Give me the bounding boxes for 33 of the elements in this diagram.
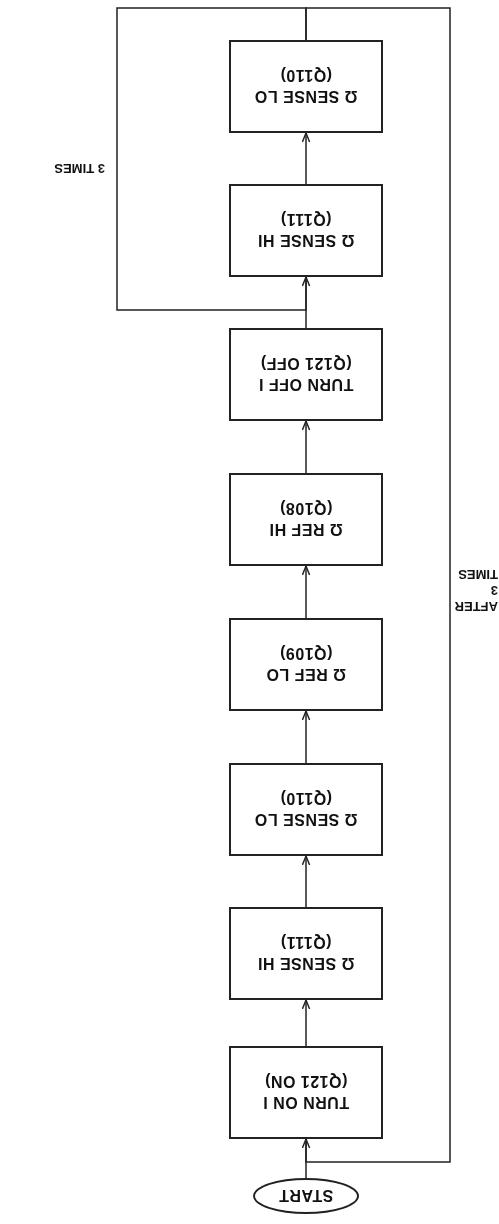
- process-box: [229, 763, 383, 856]
- process-box: [229, 328, 383, 421]
- node-text: (Q109): [279, 644, 333, 665]
- process-box: [229, 907, 383, 1000]
- node-text: TURN OFF I: [258, 375, 354, 396]
- arrow: [301, 276, 311, 329]
- node-text: (Q111): [280, 933, 332, 954]
- node-text: (Q110): [280, 789, 332, 810]
- node-text: (Q121 OFF): [260, 354, 352, 375]
- node-text: Ω SENSE LO: [254, 87, 358, 108]
- node-text: (Q110): [280, 66, 332, 87]
- arrow: [301, 420, 311, 474]
- node-text: Ω REF HI: [269, 520, 343, 541]
- arrow: [301, 999, 311, 1047]
- node-text: (Q108): [279, 499, 333, 520]
- node-text: Ω SENSE HI: [257, 954, 355, 975]
- node-text: TURN ON I: [262, 1093, 350, 1114]
- arrow: [301, 855, 311, 908]
- node-text: Ω SENSE HI: [257, 231, 355, 252]
- node-text: (Q111): [280, 210, 332, 231]
- node-text: START: [278, 1186, 334, 1207]
- process-box: [229, 473, 383, 566]
- arrow: [301, 565, 311, 619]
- process-box: [229, 1046, 383, 1139]
- node-text: Ω SENSE LO: [254, 810, 358, 831]
- process-box: [229, 618, 383, 711]
- arrow: [301, 132, 311, 185]
- process-box: [229, 40, 383, 133]
- node-text: Ω REF LO: [266, 665, 346, 686]
- node-text: (Q121 ON): [264, 1072, 348, 1093]
- process-box: [229, 184, 383, 277]
- arrow: [301, 710, 311, 764]
- arrow: [301, 1138, 311, 1179]
